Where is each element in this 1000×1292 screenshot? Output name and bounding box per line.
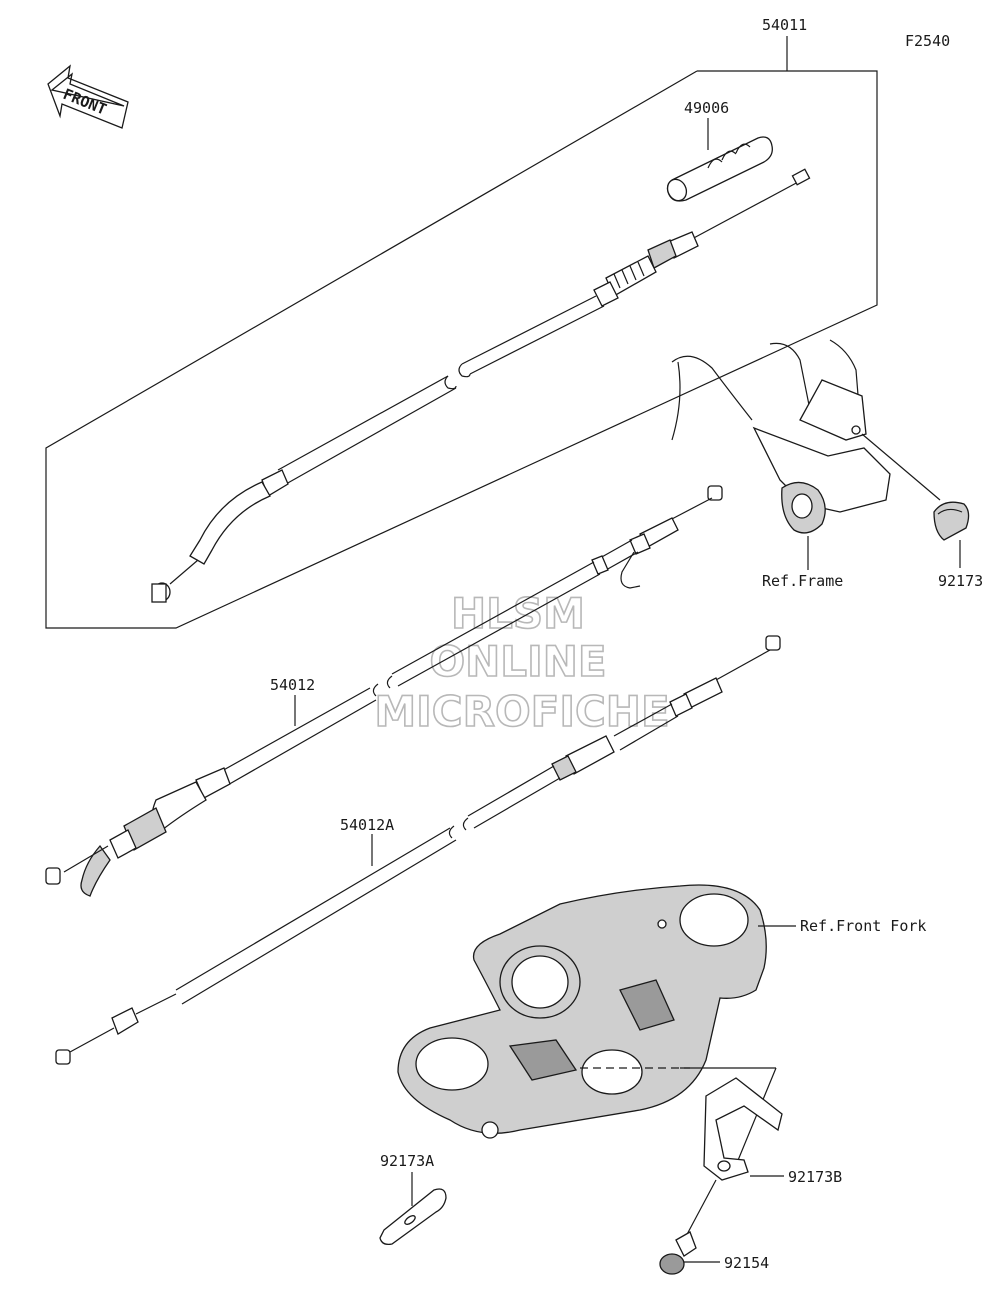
part-label-54012A[interactable]: 54012A (340, 816, 394, 834)
part-label-92173B[interactable]: 92173B (788, 1168, 842, 1186)
part-label-92154[interactable]: 92154 (724, 1254, 769, 1272)
clamp-92173 (933, 501, 970, 541)
ref-frame-label[interactable]: Ref.Frame (762, 572, 843, 590)
rubber-boot-49006 (666, 136, 773, 202)
bracket-92173B (703, 1077, 783, 1181)
leader-92154-upper (683, 1179, 717, 1241)
bolt-92154 (659, 1231, 697, 1275)
frame-drawing (671, 339, 891, 534)
cable-54012A (55, 635, 781, 1065)
front-arrow-icon: FRONT (47, 64, 129, 129)
watermark-line2: ONLINE (429, 637, 606, 686)
part-label-92173A[interactable]: 92173A (380, 1152, 434, 1170)
ref-front-fork-label[interactable]: Ref.Front Fork (800, 917, 926, 935)
leader-92173-upper (861, 433, 941, 501)
part-label-54012[interactable]: 54012 (270, 676, 315, 694)
part-label-49006[interactable]: 49006 (684, 99, 729, 117)
cable-54012 (45, 485, 723, 897)
part-label-92173[interactable]: 92173 (938, 572, 983, 590)
watermark-line3: MICROFICHE (374, 687, 669, 736)
leader-92173B-slant (733, 1067, 777, 1171)
triple-clamp-drawing (397, 884, 767, 1139)
cable-54011 (151, 168, 811, 603)
group-outline-54011 (45, 70, 878, 629)
clip-92173A (379, 1188, 447, 1246)
figure-code: F2540 (905, 32, 950, 50)
watermark-line1: HLSM (451, 589, 585, 638)
part-label-54011[interactable]: 54011 (762, 16, 807, 34)
